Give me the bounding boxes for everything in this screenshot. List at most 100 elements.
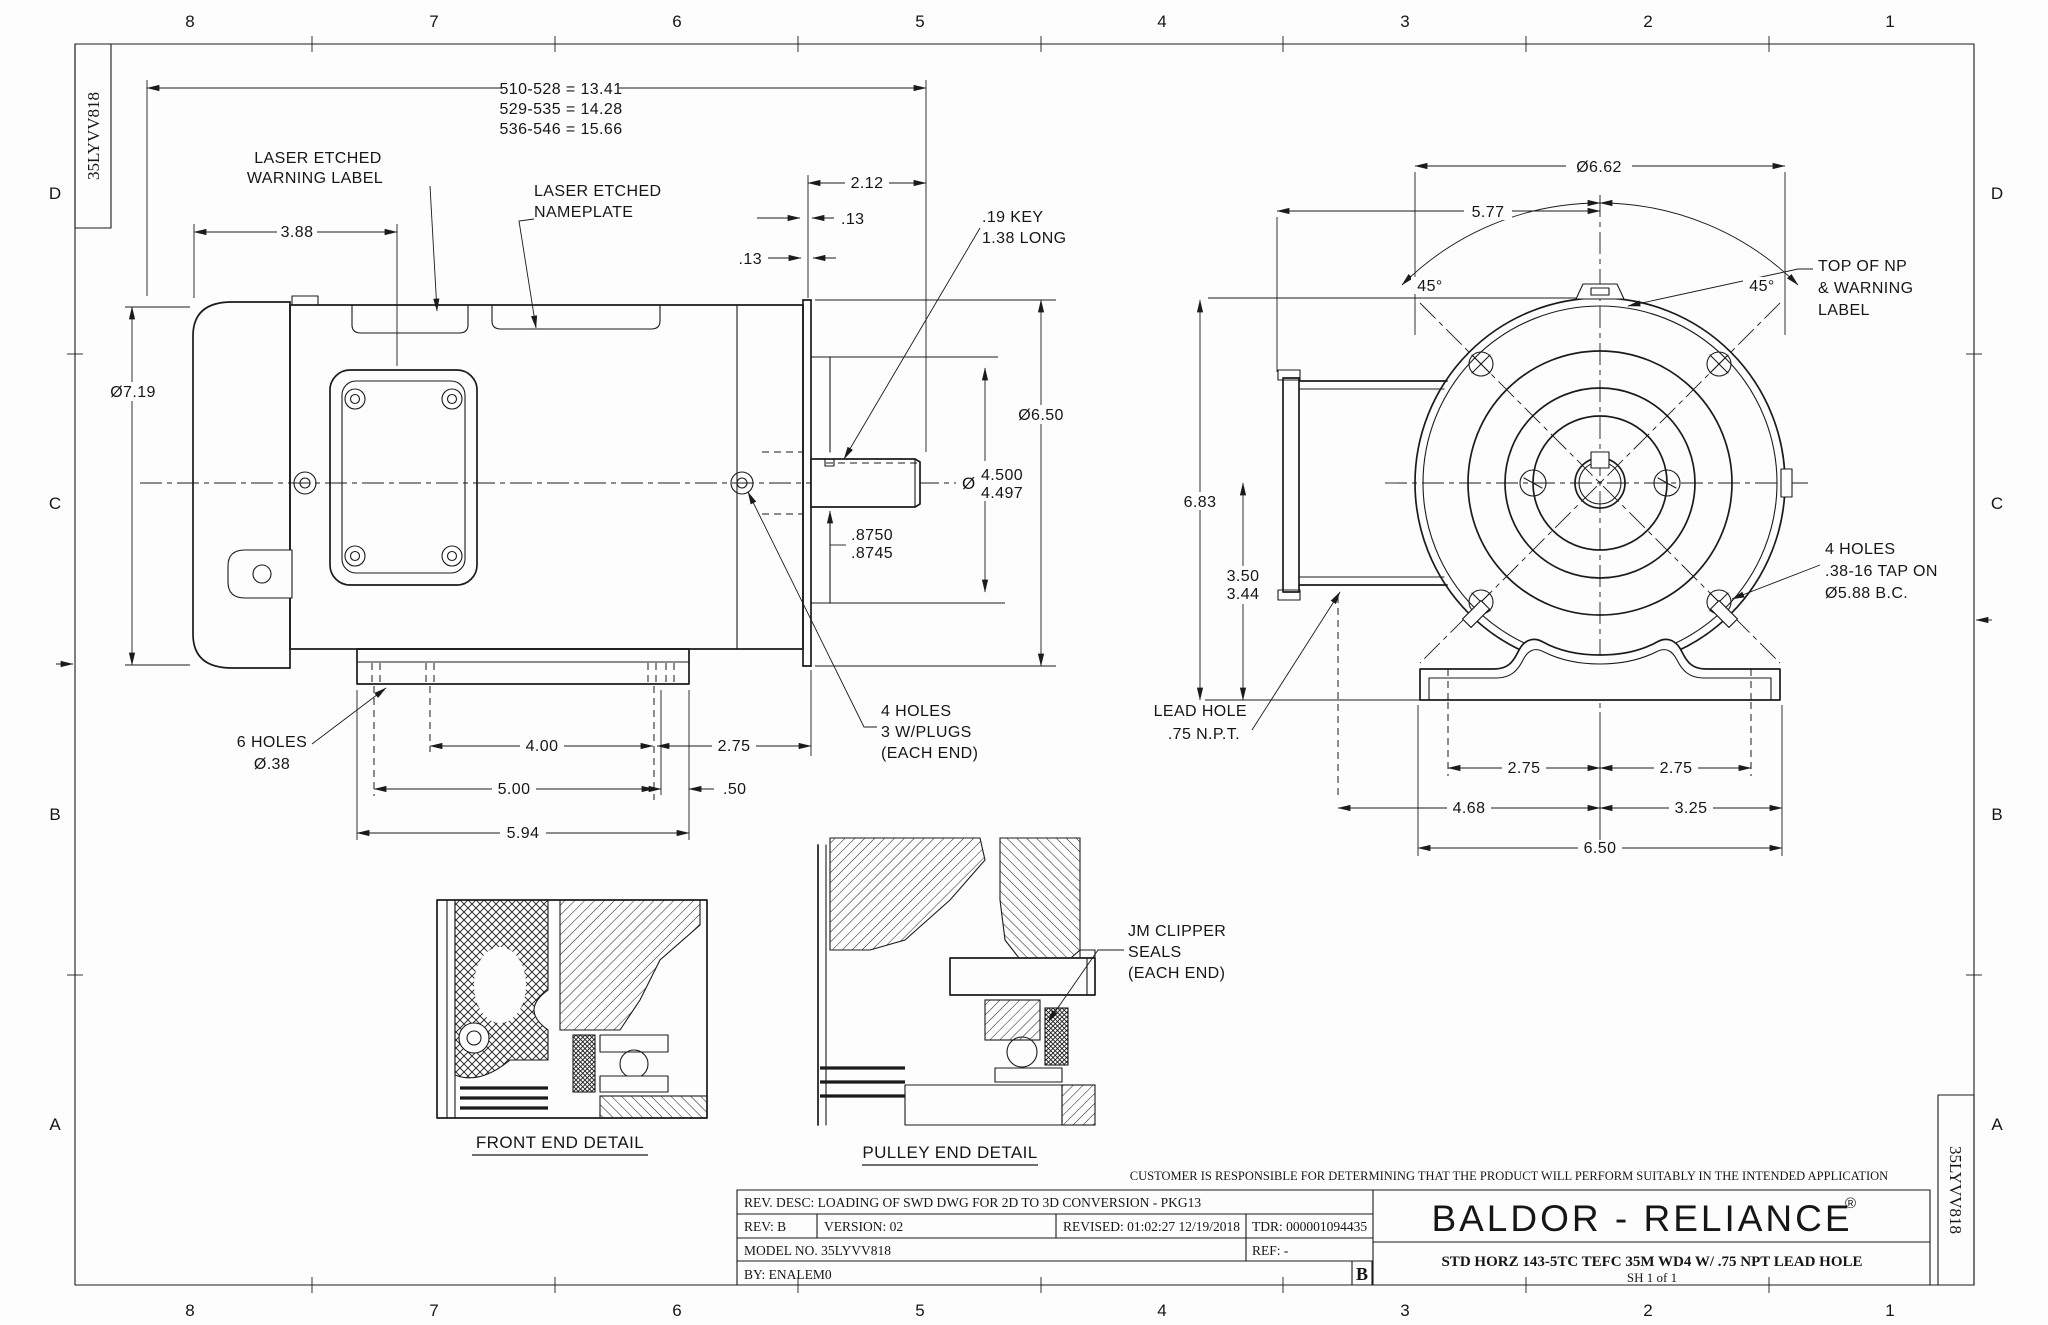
label-nameplate-line1: LASER ETCHED: [534, 183, 662, 200]
dim-dia-6-50: Ø6.50: [1018, 407, 1064, 424]
label-plug-holes-line2: 3 W/PLUGS: [881, 724, 972, 741]
revised: REVISED: 01:02:27 12/19/2018: [1063, 1219, 1240, 1234]
dim-length-529-535: 529-535 = 14.28: [500, 101, 623, 118]
dim-2-12: 2.12: [851, 175, 884, 192]
label-jm-line3: (EACH END): [1128, 965, 1225, 982]
label-lead-hole-line2: .75 N.P.T.: [1168, 726, 1240, 743]
dim-point-13-left: .13: [739, 251, 762, 268]
zone-col: 5: [915, 12, 924, 31]
dim-3-88: 3.88: [281, 224, 314, 241]
zone-col: 7: [429, 1301, 438, 1320]
pulley-end-detail: PULLEY END DETAIL JM CLIPPER SEALS (EACH…: [817, 837, 1226, 1166]
zone-col: 6: [672, 12, 681, 31]
rev-letter-box: B: [1356, 1264, 1368, 1284]
rev-desc: REV. DESC: LOADING OF SWD DWG FOR 2D TO …: [744, 1195, 1201, 1210]
dim-5-00: 5.00: [498, 781, 531, 798]
zone-letters-right: D C B A: [1991, 184, 2003, 1134]
version: VERSION: 02: [824, 1219, 903, 1234]
front-end-detail: FRONT END DETAIL: [436, 899, 708, 1156]
drawing-number: 35LYVV818: [1946, 1146, 1965, 1234]
dim-3-50: 3.50: [1227, 568, 1260, 585]
front-end-detail-title: FRONT END DETAIL: [476, 1133, 644, 1152]
label-nameplate-line2: NAMEPLATE: [534, 204, 633, 221]
dim-45-right: 45°: [1749, 278, 1774, 295]
dim-45-left: 45°: [1417, 278, 1442, 295]
side-view: 510-528 = 13.41 529-535 = 14.28 536-546 …: [106, 80, 1070, 842]
dim-shaft-dia-symbol: Ø: [962, 474, 976, 493]
label-np-line1: TOP OF NP: [1818, 258, 1907, 275]
ref: REF: -: [1252, 1243, 1289, 1258]
zone-row: C: [1991, 494, 2003, 513]
zone-col: 8: [185, 1301, 194, 1320]
dim-2-75-left: 2.75: [1508, 760, 1541, 777]
zone-col: 4: [1157, 12, 1166, 31]
label-key-line2: 1.38 LONG: [982, 230, 1067, 247]
pulley-end-detail-title: PULLEY END DETAIL: [862, 1143, 1037, 1162]
dim-5-77: 5.77: [1472, 204, 1505, 221]
front-conduit-box: [1277, 369, 1448, 601]
zone-row: C: [49, 494, 61, 513]
label-lead-hole-line1: LEAD HOLE: [1154, 703, 1247, 720]
by: BY: ENALEM0: [744, 1267, 832, 1282]
dim-4-68: 4.68: [1453, 800, 1486, 817]
label-jm-line1: JM CLIPPER: [1128, 923, 1226, 940]
face-screws: [1519, 469, 1681, 497]
zone-row: A: [1991, 1115, 2003, 1134]
zone-row: B: [1991, 805, 2002, 824]
rev: REV: B: [744, 1219, 786, 1234]
zone-row: D: [1991, 184, 2003, 203]
dim-point-13-top: .13: [841, 211, 864, 228]
drawing-number: 35LYVV818: [84, 92, 103, 180]
zone-numbers-bottom: 8 7 6 5 4 3 2 1: [185, 1301, 1894, 1320]
dim-key-height-max: .8750: [851, 527, 893, 544]
conduit-box-screws: [344, 388, 463, 567]
dim-length-510-528: 510-528 = 13.41: [500, 81, 623, 98]
zone-col: 6: [672, 1301, 681, 1320]
label-six-holes-line1: 6 HOLES: [237, 734, 307, 751]
label-tap-line1: 4 HOLES: [1825, 541, 1895, 558]
dim-length-536-546: 536-546 = 15.66: [500, 121, 623, 138]
label-plug-holes-line3: (EACH END): [881, 745, 978, 762]
registered-mark: ®: [1845, 1195, 1856, 1212]
zone-row: A: [49, 1115, 61, 1134]
label-np-line3: LABEL: [1818, 302, 1870, 319]
label-key-line1: .19 KEY: [982, 209, 1044, 226]
drawing-number-box-top-left: 35LYVV818: [74, 43, 112, 229]
label-plug-holes-line1: 4 HOLES: [881, 703, 951, 720]
dim-shaft-dia-min: 4.497: [981, 485, 1023, 502]
zone-col: 3: [1400, 12, 1409, 31]
dim-6-50-front: 6.50: [1584, 840, 1617, 857]
zone-numbers-top: 8 7 6 5 4 3 2 1: [185, 12, 1894, 31]
label-warning-line1: LASER ETCHED: [254, 150, 382, 167]
brand-logo-text: BALDOR - RELIANCE: [1431, 1198, 1852, 1239]
dim-2-75-side: 2.75: [718, 738, 751, 755]
dim-3-25: 3.25: [1675, 800, 1708, 817]
sheet-border: 8 7 6 5 4 3 2 1 8 7 6 5 4 3 2 1 D C B A …: [49, 12, 2003, 1320]
zone-col: 8: [185, 12, 194, 31]
dim-key-height-min: .8745: [851, 545, 893, 562]
drawing-number-box-bottom-right: 35LYVV818: [1937, 1094, 1975, 1286]
dim-3-44: 3.44: [1227, 586, 1260, 603]
label-jm-line2: SEALS: [1128, 944, 1182, 961]
zone-col: 7: [429, 12, 438, 31]
zone-letters-left: D C B A: [49, 184, 61, 1134]
dim-shaft-dia-max: 4.500: [981, 467, 1023, 484]
dim-dia-7-19: Ø7.19: [110, 384, 156, 401]
label-six-holes-line2: Ø.38: [254, 756, 290, 773]
label-tap-line3: Ø5.88 B.C.: [1825, 585, 1908, 602]
dim-2-75-right: 2.75: [1660, 760, 1693, 777]
sheet-number: SH 1 of 1: [1627, 1270, 1677, 1285]
dim-4-00: 4.00: [526, 738, 559, 755]
label-np-line2: & WARNING: [1818, 280, 1913, 297]
zone-row: D: [49, 184, 61, 203]
zone-col: 1: [1885, 1301, 1894, 1320]
zone-col: 1: [1885, 12, 1894, 31]
dim-dia-6-62: Ø6.62: [1576, 159, 1622, 176]
label-tap-line2: .38-16 TAP ON: [1825, 563, 1938, 580]
zone-col: 2: [1643, 1301, 1652, 1320]
dim-5-94: 5.94: [507, 825, 540, 842]
model-no: MODEL NO. 35LYVV818: [744, 1243, 891, 1258]
tdr: TDR: 000001094435: [1252, 1219, 1367, 1234]
